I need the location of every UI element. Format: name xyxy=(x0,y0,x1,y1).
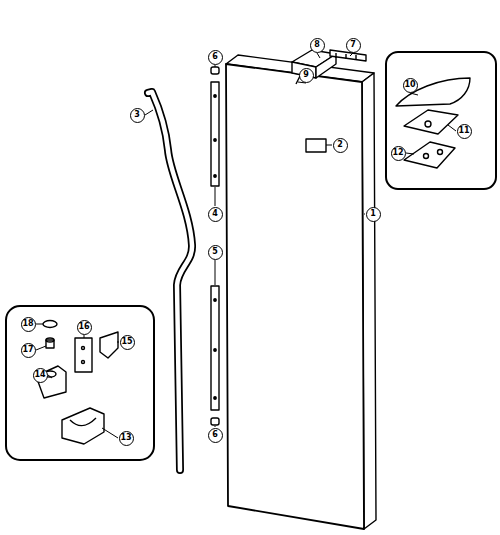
leader-lines xyxy=(36,53,456,438)
callout-number: 8 xyxy=(310,38,325,53)
inset-hinge-cover xyxy=(386,52,496,189)
callout-number: 4 xyxy=(208,207,223,222)
callout-number: 10 xyxy=(403,78,418,93)
callout-number: 6 xyxy=(208,428,223,443)
callout-number: 16 xyxy=(77,320,92,335)
callout-number: 3 xyxy=(130,108,145,123)
callout-number: 15 xyxy=(120,335,135,350)
inset-bottom-hinge xyxy=(6,306,154,460)
callout-number: 5 xyxy=(208,245,223,260)
callout-number: 11 xyxy=(457,124,472,139)
top-hinge-parts xyxy=(292,50,366,84)
callout-number: 14 xyxy=(33,368,48,383)
callout-number: 18 xyxy=(21,317,36,332)
callout-number: 6 xyxy=(208,50,223,65)
callout-number: 13 xyxy=(119,431,134,446)
callout-number: 17 xyxy=(21,343,36,358)
door-panel xyxy=(226,55,376,529)
callout-number: 1 xyxy=(366,207,381,222)
callout-number: 12 xyxy=(391,146,406,161)
callout-number: 9 xyxy=(299,68,314,83)
callout-number: 2 xyxy=(333,138,348,153)
callout-number: 7 xyxy=(346,38,361,53)
